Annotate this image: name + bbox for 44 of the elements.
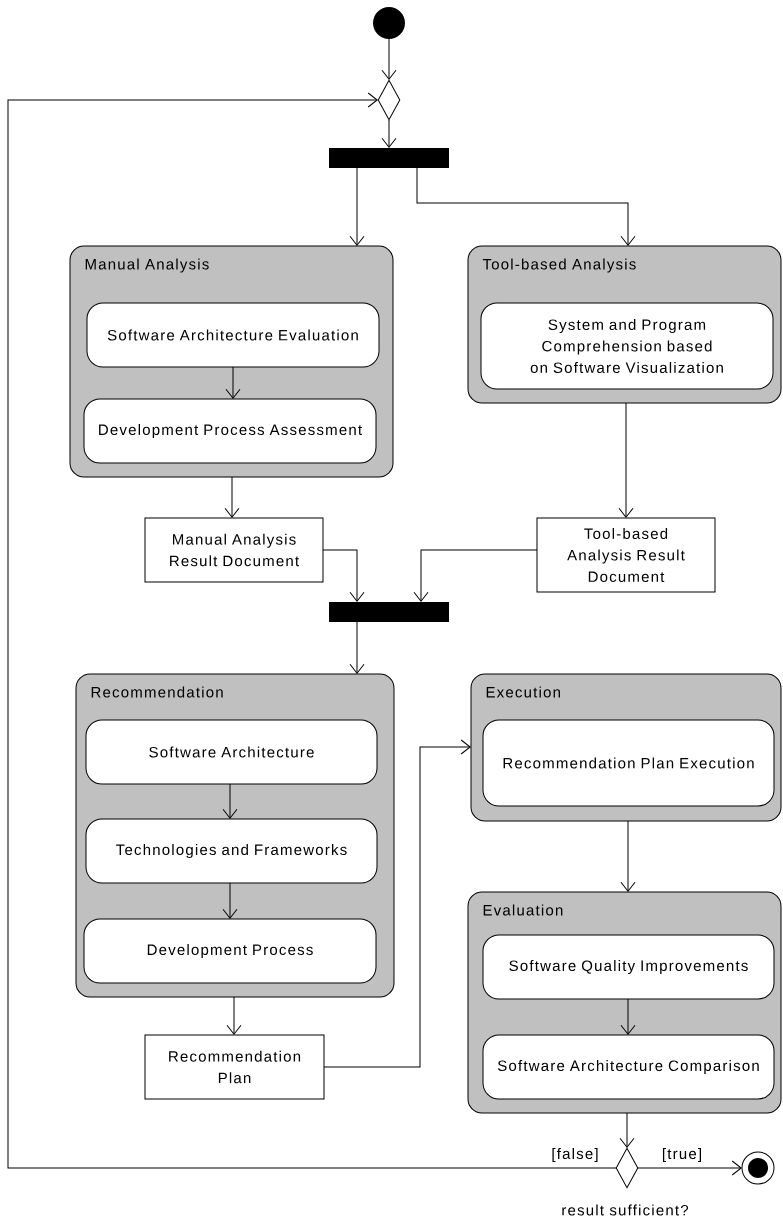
- group-title: Recommendation: [91, 686, 223, 698]
- arrow: [620, 998, 636, 1035]
- group-title: Manual Analysis: [85, 258, 209, 273]
- arrow: [619, 1112, 635, 1148]
- arrow: [618, 402, 634, 518]
- arrow: [322, 549, 365, 602]
- edge-label: [true]: [660, 1147, 704, 1163]
- action-box: Technologies and Frameworks: [85, 818, 378, 884]
- arrow: [413, 549, 538, 602]
- arrow: [7, 92, 617, 1169]
- action-box: Recommendation Plan Execution: [482, 719, 775, 807]
- action-box: Software Architecture: [85, 719, 378, 785]
- document-box: Tool-based Analysis Result Document: [536, 517, 716, 593]
- group-title: Evaluation: [483, 904, 563, 916]
- arrow: [323, 739, 471, 1068]
- arrow: [620, 820, 636, 892]
- arrow: [222, 783, 238, 819]
- arrow: [349, 167, 365, 246]
- start-node: [373, 7, 405, 39]
- action-box: Software Architecture Comparison: [482, 1034, 775, 1100]
- action-box: Software Quality Improvements: [482, 934, 775, 1000]
- arrow: [222, 882, 238, 919]
- edge-label: [false]: [550, 1147, 600, 1163]
- arrow: [225, 366, 241, 399]
- action-box: Development Process: [83, 918, 377, 984]
- arrow: [637, 1160, 742, 1176]
- group-title: Execution: [486, 686, 560, 698]
- sync-bar: [329, 602, 449, 622]
- action-box: System and Program Comprehension based on Software Visualization: [480, 302, 774, 390]
- arrow: [381, 38, 397, 80]
- action-box: Development Process Assessment: [83, 398, 377, 464]
- node-caption: result sufficient?: [562, 1204, 689, 1216]
- arrow: [224, 476, 240, 518]
- document-box: Recommendation Plan: [144, 1034, 325, 1100]
- arrow: [226, 996, 242, 1035]
- decision-diamond: [377, 79, 401, 121]
- document-box: Manual Analysis Result Document: [144, 517, 324, 583]
- arrow: [349, 621, 365, 674]
- arrow: [381, 119, 397, 148]
- sync-bar: [329, 148, 449, 168]
- arrow: [416, 167, 636, 246]
- final-node: [741, 1151, 775, 1185]
- group-title: Tool-based Analysis: [482, 258, 636, 273]
- action-box: Software Architecture Evaluation: [86, 302, 380, 368]
